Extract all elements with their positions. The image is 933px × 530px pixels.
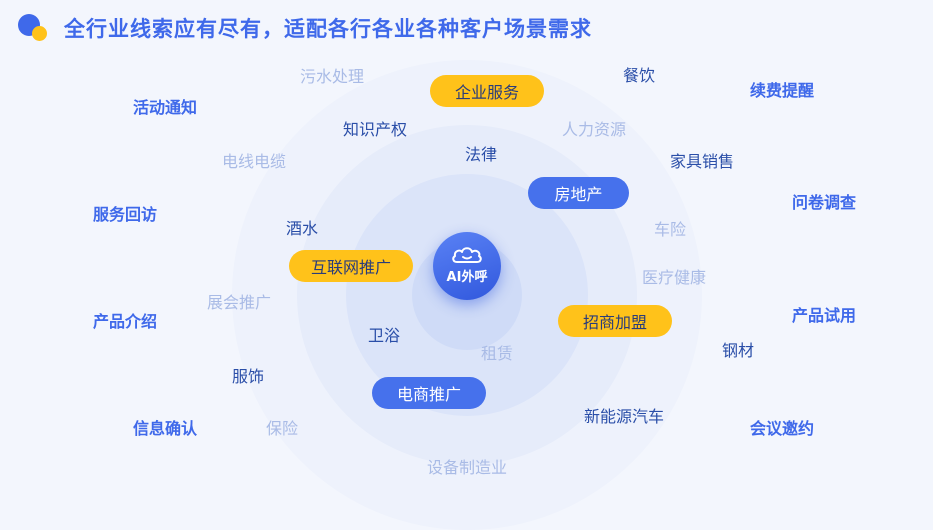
pill-investment-franchise: 招商加盟 — [558, 305, 672, 337]
industry-catering: 餐饮 — [623, 66, 656, 85]
industry-sewage: 污水处理 — [300, 67, 365, 86]
pill-internet-promotion: 互联网推广 — [289, 250, 413, 282]
pill-ecommerce-promotion: 电商推广 — [372, 377, 486, 409]
industry-new-energy-auto: 新能源汽车 — [584, 407, 665, 426]
industry-exhibition: 展会推广 — [207, 293, 272, 312]
industry-manufacturing: 设备制造业 — [427, 458, 508, 477]
industry-steel: 钢材 — [722, 341, 755, 360]
logo-dots-icon — [18, 12, 52, 44]
center-label: AI外呼 — [446, 269, 488, 285]
industry-cable: 电线电缆 — [222, 152, 287, 171]
pill-enterprise-service: 企业服务 — [430, 75, 544, 107]
industry-liquor: 酒水 — [286, 219, 319, 238]
industry-law: 法律 — [465, 145, 498, 164]
scenario-meeting-invite: 会议邀约 — [750, 419, 815, 438]
scenario-product-intro: 产品介绍 — [93, 312, 158, 331]
industry-hr: 人力资源 — [562, 120, 627, 139]
industry-auto-insurance: 车险 — [654, 220, 687, 239]
scenario-product-trial: 产品试用 — [792, 306, 857, 325]
scenario-info-confirm: 信息确认 — [133, 419, 198, 438]
industry-medical: 医疗健康 — [642, 268, 707, 287]
industry-bathroom: 卫浴 — [368, 326, 401, 345]
industry-insurance: 保险 — [266, 419, 299, 438]
scenario-renewal-reminder: 续费提醒 — [750, 81, 815, 100]
scenario-survey: 问卷调查 — [792, 193, 857, 212]
page-title: 全行业线索应有尽有，适配各行各业各种客户场景需求 — [64, 17, 592, 41]
ai-outbound-hub: AI外呼 — [433, 232, 501, 300]
header: 全行业线索应有尽有，适配各行各业各种客户场景需求 — [18, 12, 592, 44]
industry-furniture: 家具销售 — [670, 152, 735, 171]
cloud-face-icon — [452, 246, 482, 263]
industry-apparel: 服饰 — [232, 367, 265, 386]
scenario-service-revisit: 服务回访 — [93, 205, 158, 224]
industry-rental: 租赁 — [481, 344, 514, 363]
scenario-activity-notice: 活动通知 — [133, 98, 198, 117]
industry-ip: 知识产权 — [343, 120, 408, 139]
pill-real-estate: 房地产 — [528, 177, 629, 209]
